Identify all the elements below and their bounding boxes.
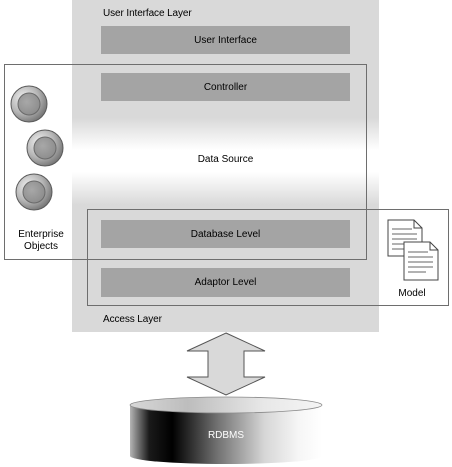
user-interface-bar: User Interface: [101, 26, 350, 54]
data-source-label: Data Source: [197, 154, 254, 165]
controller-bar: Controller: [101, 73, 350, 101]
enterprise-objects-label: Enterprise Objects: [0, 229, 82, 253]
enterprise-object-icon: [10, 85, 48, 123]
database-level-bar: Database Level: [101, 220, 350, 248]
model-document-icon: [403, 241, 439, 281]
enterprise-objects-label-line2: Objects: [24, 241, 58, 252]
access-layer-label: Access Layer: [103, 314, 162, 325]
user-interface-layer-label: User Interface Layer: [103, 8, 192, 19]
enterprise-object-icon: [26, 129, 64, 167]
bidirectional-arrow-icon: [186, 332, 266, 396]
enterprise-objects-label-line1: Enterprise: [18, 229, 64, 240]
adaptor-level-bar: Adaptor Level: [101, 268, 350, 297]
enterprise-objects-boundary: [4, 64, 367, 260]
enterprise-object-icon: [15, 173, 53, 211]
rdbms-cylinder-icon: [129, 396, 323, 464]
model-boundary: [87, 209, 449, 306]
model-label: Model: [398, 288, 426, 299]
rdbms-label: RDBMS: [207, 430, 245, 441]
